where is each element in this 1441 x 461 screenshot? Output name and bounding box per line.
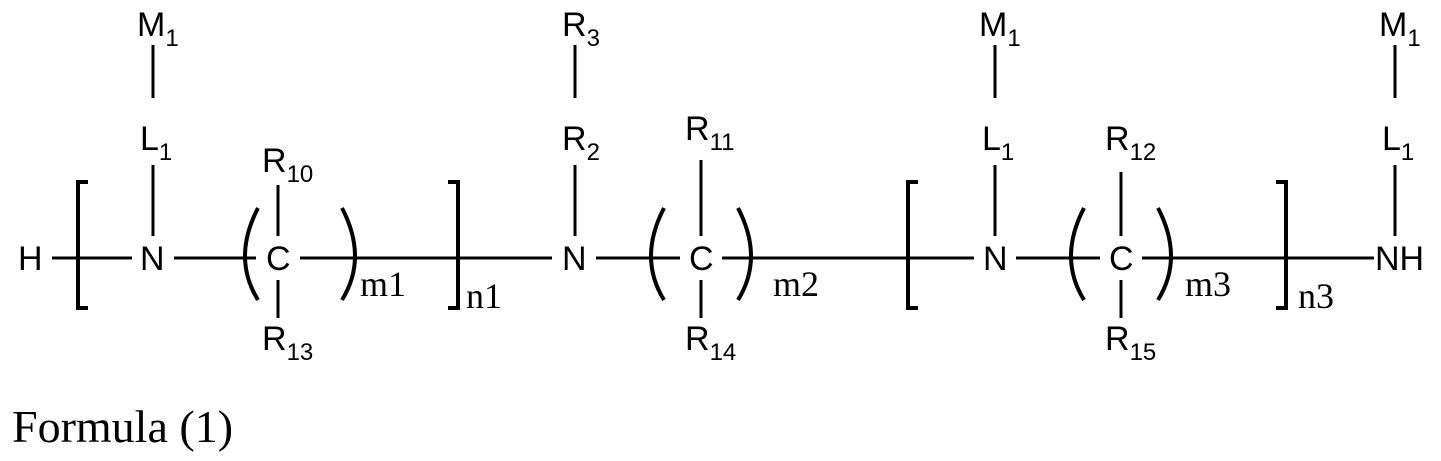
- label-r11: R11: [685, 110, 734, 156]
- index-m1: m1: [360, 264, 406, 304]
- label-m1-b: M1: [979, 6, 1021, 52]
- label-r13: R13: [262, 320, 313, 366]
- formula-caption: Formula (1): [12, 400, 233, 453]
- bracket-close-n3: [1276, 182, 1286, 308]
- atom-c-3: C: [1109, 240, 1134, 278]
- index-m2: m2: [773, 264, 819, 304]
- label-m1-c: M1: [1379, 6, 1421, 52]
- paren-open-m2: [651, 208, 664, 300]
- paren-open-m3: [1071, 208, 1084, 300]
- label-l1-a: L1: [140, 120, 172, 166]
- atom-c-1: C: [266, 240, 291, 278]
- paren-open-m1: [245, 208, 258, 300]
- atom-c-2: C: [689, 240, 714, 278]
- label-r12: R12: [1105, 120, 1156, 166]
- index-m3: m3: [1185, 264, 1231, 304]
- label-r15: R15: [1105, 320, 1156, 366]
- bracket-open-n1: [78, 182, 88, 308]
- label-r3: R3: [562, 6, 600, 52]
- label-r14: R14: [685, 320, 736, 366]
- label-r10: R10: [262, 142, 313, 188]
- index-n1: n1: [466, 276, 502, 316]
- terminal-h: H: [18, 240, 43, 278]
- bracket-close-n1: [448, 182, 458, 308]
- paren-close-m2: [738, 208, 751, 300]
- label-l1-b: L1: [982, 120, 1014, 166]
- label-l1-c: L1: [1382, 120, 1414, 166]
- label-r2: R2: [562, 120, 600, 166]
- atom-n-3: N: [983, 240, 1008, 278]
- paren-close-m1: [342, 208, 355, 300]
- index-n3: n3: [1298, 276, 1334, 316]
- chemical-structure: H N C N C N C NH M1 L1 R10 R13 R3 R2 R11…: [0, 0, 1441, 400]
- atom-n-1: N: [140, 240, 165, 278]
- bracket-open-n3: [908, 182, 918, 308]
- terminal-nh: NH: [1375, 240, 1424, 278]
- atom-n-2: N: [562, 240, 587, 278]
- label-m1-a: M1: [137, 6, 179, 52]
- paren-close-m3: [1158, 208, 1171, 300]
